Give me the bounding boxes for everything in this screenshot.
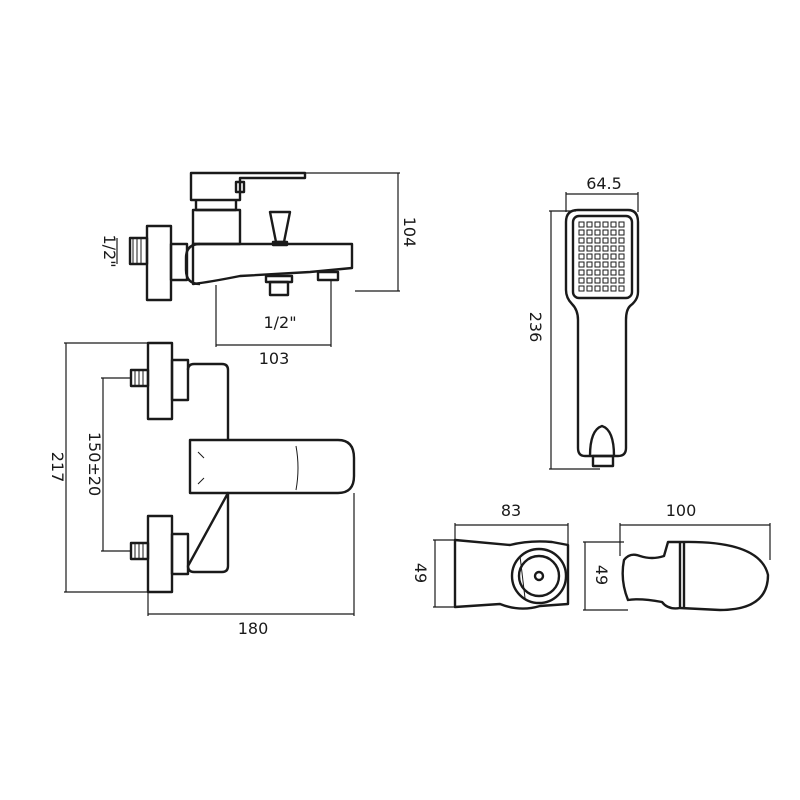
nozzle [586, 237, 593, 244]
nozzle [594, 285, 601, 292]
dim-bracket-length: 100 [666, 501, 697, 520]
dim-centres: 150±20 [85, 432, 104, 496]
nozzle [610, 229, 617, 236]
nozzle [602, 221, 609, 228]
nozzle [578, 277, 585, 284]
dim-83-lines [454, 523, 569, 545]
dim-centres-lines [101, 377, 131, 552]
nozzle [594, 237, 601, 244]
nozzle [618, 261, 625, 268]
dim-180-lines [147, 493, 355, 616]
nozzle-grid [578, 221, 625, 292]
nozzle [586, 245, 593, 252]
nozzle [610, 245, 617, 252]
nozzle [578, 253, 585, 260]
nozzle [578, 261, 585, 268]
nozzle [602, 245, 609, 252]
nozzle [610, 261, 617, 268]
nozzle [578, 237, 585, 244]
nozzle [594, 261, 601, 268]
dim-64-5-lines [565, 192, 639, 212]
handset-holder [453, 538, 570, 610]
nozzle [610, 253, 617, 260]
nozzle [586, 221, 593, 228]
nozzle [610, 285, 617, 292]
dim-217-lines [64, 342, 148, 593]
nozzle [610, 221, 617, 228]
nozzle [594, 277, 601, 284]
nozzle [618, 221, 625, 228]
dim-104-lines [305, 172, 400, 292]
nozzle [586, 285, 593, 292]
nozzle [594, 221, 601, 228]
nozzle [578, 269, 585, 276]
nozzle [610, 237, 617, 244]
nozzle [602, 277, 609, 284]
nozzle [594, 269, 601, 276]
nozzle [610, 269, 617, 276]
nozzle [594, 245, 601, 252]
nozzle [586, 253, 593, 260]
nozzle [618, 285, 625, 292]
nozzle [602, 261, 609, 268]
dim-overall-width: 180 [238, 619, 269, 638]
nozzle [602, 237, 609, 244]
dim-103-lines [215, 280, 332, 347]
nozzle [586, 261, 593, 268]
mixer-front-view [129, 341, 356, 594]
nozzle [602, 253, 609, 260]
dim-handset-width: 64.5 [586, 174, 622, 193]
dim-236-lines [549, 210, 600, 470]
mixer-side-view [128, 171, 354, 302]
dim-overall-height: 217 [48, 452, 67, 483]
nozzle [578, 229, 585, 236]
nozzle [618, 237, 625, 244]
dim-49-bracket-lines [583, 541, 628, 611]
dim-handset-length: 236 [526, 312, 545, 343]
nozzle [586, 277, 593, 284]
nozzle [586, 269, 593, 276]
nozzle [594, 229, 601, 236]
nozzle [578, 285, 585, 292]
nozzle [618, 277, 625, 284]
hand-shower [564, 208, 640, 468]
nozzle [594, 253, 601, 260]
nozzle [602, 229, 609, 236]
nozzle [578, 245, 585, 252]
nozzle [602, 269, 609, 276]
nozzle [618, 229, 625, 236]
nozzle [586, 229, 593, 236]
dim-holder-height: 49 [411, 563, 430, 583]
dim-spout-reach: 103 [259, 349, 290, 368]
nozzle [578, 221, 585, 228]
nozzle [602, 285, 609, 292]
nozzle [618, 253, 625, 260]
dim-bracket-height: 49 [592, 565, 611, 585]
dim-top-height: 104 [400, 217, 419, 248]
nozzle [610, 277, 617, 284]
dim-49-holder-lines [433, 539, 455, 608]
dim-thread-bottom: 1/2" [263, 313, 296, 332]
dim-holder-length: 83 [501, 501, 521, 520]
wall-bracket [621, 540, 770, 612]
dim-thread-side: 1/2" [100, 234, 119, 267]
nozzle [618, 269, 625, 276]
nozzle [618, 245, 625, 252]
dim-100-lines [619, 523, 771, 560]
